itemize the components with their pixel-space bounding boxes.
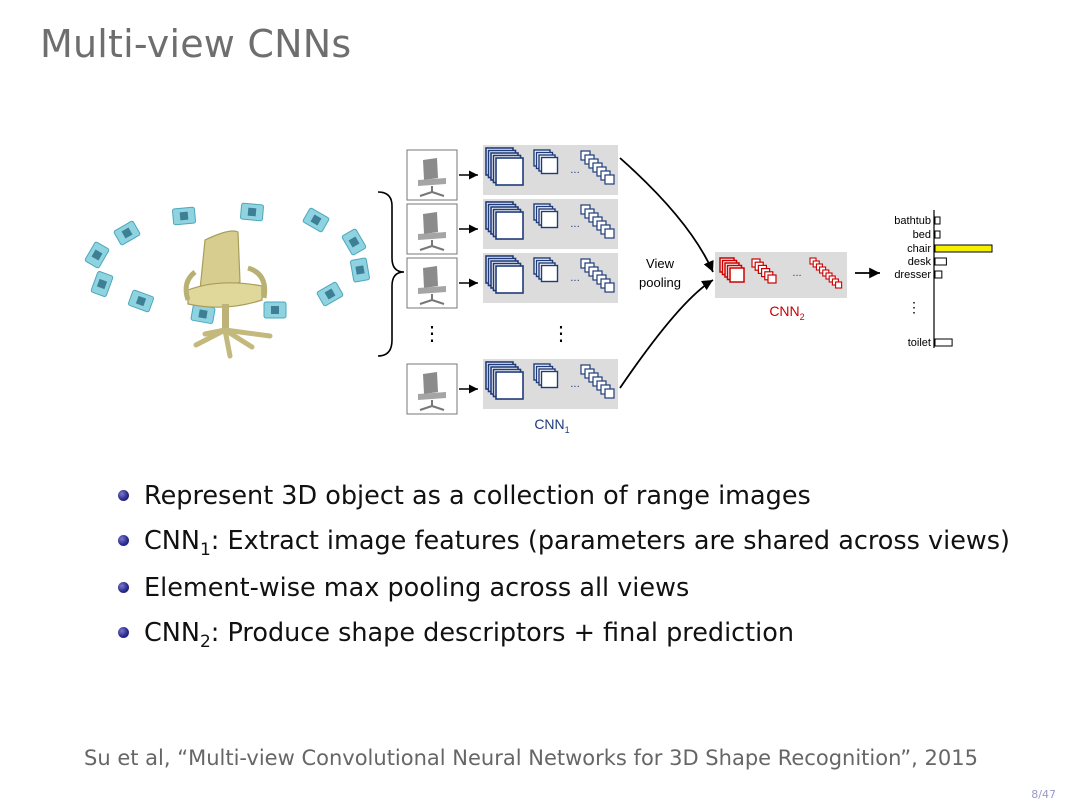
view-thumbnails <box>406 149 478 415</box>
camera-icon <box>302 207 330 233</box>
bullet-dot-icon <box>118 490 129 501</box>
pooling-curve-top <box>619 157 714 273</box>
view-thumbnail <box>406 149 478 201</box>
mvcnn-diagram: ............ ⋮ ⋮ CNN1 View pooling ... C… <box>84 145 993 435</box>
class-score-bar <box>934 216 941 225</box>
class-score-bar <box>934 257 947 266</box>
camera-icon <box>113 220 141 246</box>
view-thumbnail <box>406 257 478 309</box>
pooling-curve-bottom <box>619 279 714 389</box>
view-pooling-label-line2: pooling <box>639 275 681 290</box>
class-label: chair <box>907 243 931 255</box>
class-score-bar <box>934 244 993 253</box>
cnn1-ellipsis: ... <box>570 273 580 284</box>
class-label: desk <box>908 256 932 268</box>
cnn1-label: CNN1 <box>534 416 569 435</box>
camera-icon <box>263 301 287 319</box>
class-score-bar <box>934 270 943 279</box>
bullet-list: Represent 3D object as a collection of r… <box>118 474 1010 658</box>
cnn1-ellipsis: ... <box>570 379 580 390</box>
bullet-dot-icon <box>118 582 129 593</box>
bullet-item: Represent 3D object as a collection of r… <box>118 474 1010 519</box>
cnn1-feature-stack: ... <box>483 145 618 195</box>
camera-icon <box>90 270 114 298</box>
cnn1-stacks: ............ <box>483 145 618 409</box>
class-label: toilet <box>908 337 931 349</box>
bullet-item: CNN1: Extract image features (parameters… <box>118 519 1010 567</box>
camera-icon <box>341 228 367 256</box>
camera-icon <box>172 206 196 226</box>
page-number: 8/47 <box>1031 788 1056 801</box>
slide-title: Multi-view CNNs <box>40 22 352 66</box>
camera-icon <box>350 257 370 283</box>
cnn1-feature-stack: ... <box>483 199 618 249</box>
view-pooling-label-line1: View <box>646 256 675 271</box>
cnn1-ellipsis: ... <box>570 219 580 230</box>
views-vertical-ellipsis: ⋮ <box>422 323 442 345</box>
cnn1-ellipsis: ... <box>570 165 580 176</box>
view-brace <box>377 191 405 357</box>
view-thumbnail <box>406 363 478 415</box>
bullet-dot-icon <box>118 534 129 546</box>
view-thumbnail <box>406 203 478 255</box>
chair-3d-model <box>183 230 273 359</box>
cnn1-feature-stack: ... <box>483 359 618 409</box>
bullet-dot-icon <box>118 626 129 638</box>
cnn2-block: ... <box>715 252 847 298</box>
citation: Su et al, “Multi-view Convolutional Neur… <box>84 746 978 770</box>
cnn1-vertical-ellipsis: ⋮ <box>551 323 571 345</box>
camera-ring <box>84 202 370 324</box>
class-label: dresser <box>894 269 931 281</box>
bullet-item: Element-wise max pooling across all view… <box>118 566 1010 611</box>
cnn1-feature-stack: ... <box>483 253 618 303</box>
camera-icon <box>84 241 110 269</box>
cnn2-ellipsis: ... <box>792 267 801 279</box>
cnn2-label: CNN2 <box>769 303 804 322</box>
class-label: bed <box>913 229 931 241</box>
camera-icon <box>240 202 264 222</box>
bullet-item: CNN2: Produce shape descriptors + final … <box>118 611 1010 659</box>
camera-icon <box>316 281 344 307</box>
class-label: bathtub <box>894 215 931 227</box>
class-score-bar <box>934 230 941 239</box>
camera-icon <box>127 289 155 313</box>
prediction-vertical-ellipsis: ⋮ <box>907 299 921 315</box>
class-score-bar <box>934 338 953 347</box>
